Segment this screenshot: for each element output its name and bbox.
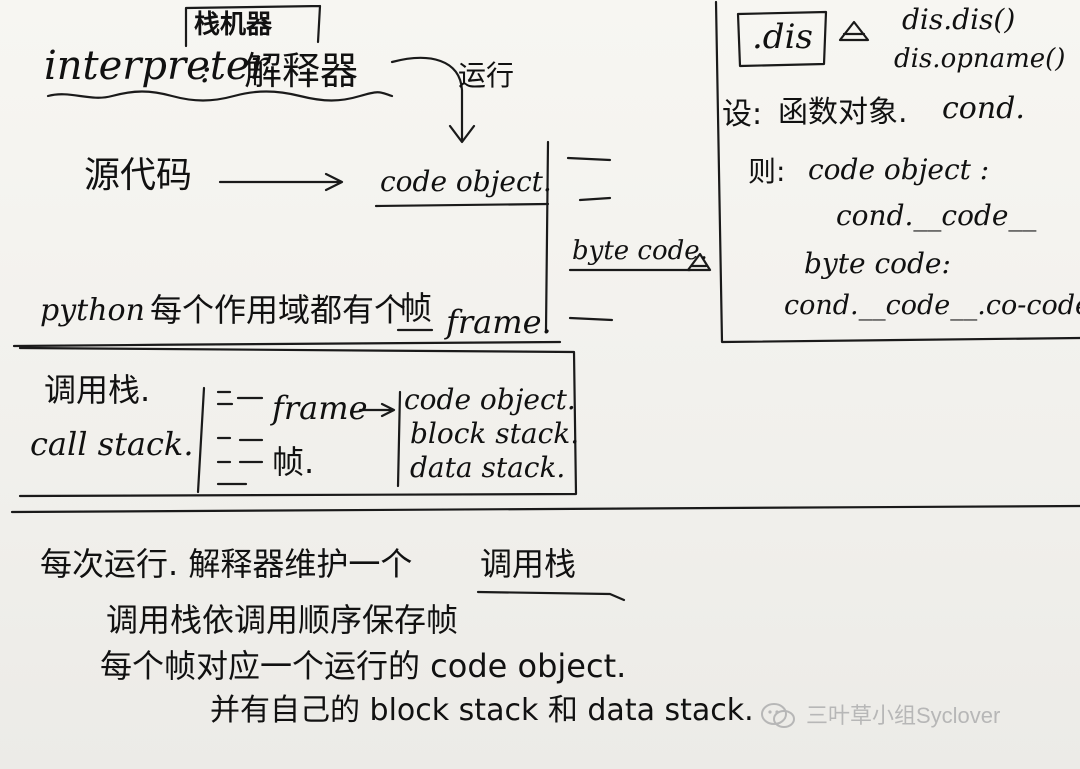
run-text: 运行 bbox=[458, 59, 515, 92]
cond-code-text: cond.__code__ bbox=[836, 199, 1037, 232]
watermark-text: 三叶草小组Syclover bbox=[806, 703, 1001, 728]
code-object-underline bbox=[374, 202, 550, 208]
code-object-text: code object. bbox=[380, 165, 552, 198]
frame-separator bbox=[12, 340, 562, 348]
frame-dash-2 bbox=[216, 436, 264, 442]
summary-line-2: 调用栈依调用顺序保存帧 bbox=[106, 601, 459, 639]
dis-dis-text: dis.dis() bbox=[902, 3, 1016, 36]
zhen-text: 帧 bbox=[400, 289, 433, 327]
summary-underline bbox=[476, 590, 626, 602]
block-stack-text: block stack. bbox=[410, 417, 580, 450]
then-prefix-text: 则: bbox=[748, 155, 786, 188]
run-arrow bbox=[390, 56, 476, 144]
stack-code-object-text: code object. bbox=[404, 383, 576, 416]
dis-label-text: .dis bbox=[752, 17, 813, 57]
wechat-icon bbox=[761, 703, 795, 728]
dis-opname-text: dis.opname() bbox=[894, 44, 1066, 74]
frame-arrow bbox=[358, 402, 396, 418]
interpreter-text: interpreter bbox=[44, 43, 269, 89]
colon-text: : bbox=[200, 51, 212, 91]
cond-text: cond. bbox=[942, 91, 1025, 126]
summary-line-1a: 每次运行. 解释器维护一个 bbox=[40, 545, 413, 583]
dash-1 bbox=[566, 156, 612, 162]
interpreter-cn-text: 解释器 bbox=[244, 49, 359, 93]
summary-line-1b: 调用栈 bbox=[480, 545, 577, 583]
dash-3 bbox=[568, 316, 614, 322]
data-stack-text: data stack. bbox=[410, 451, 566, 484]
frame-text: frame. bbox=[446, 303, 552, 341]
summary-line-4: 并有自己的 block stack 和 data stack. bbox=[210, 693, 754, 728]
frame-list-frame-text: frame bbox=[272, 389, 368, 427]
call-stack-cn-text: 调用栈. bbox=[44, 371, 151, 409]
dis-triangle bbox=[838, 20, 870, 42]
dis-byte-code-text: byte code: bbox=[804, 247, 951, 280]
byte-code-triangle bbox=[686, 252, 712, 272]
frame-dash-1 bbox=[216, 390, 264, 406]
byte-code-text: byte code. bbox=[572, 236, 708, 266]
source-arrow bbox=[218, 172, 344, 192]
dis-label-box bbox=[736, 10, 828, 68]
cond-co-code-text: cond.__code__.co-code bbox=[784, 290, 1080, 321]
call-stack-box bbox=[18, 346, 578, 498]
call-stack-en-text: call stack. bbox=[30, 425, 194, 463]
source-code-text: 源代码 bbox=[84, 155, 193, 196]
function-object-text: 函数对象. bbox=[778, 95, 908, 130]
stack-machine-label: 栈机器 bbox=[194, 10, 273, 40]
frame-bracket bbox=[196, 386, 206, 494]
dis-box bbox=[714, 0, 1080, 344]
dis-code-object-text: code object : bbox=[808, 153, 990, 186]
scope-text: 每个作用域都有个 bbox=[150, 291, 407, 329]
stack-bracket bbox=[396, 390, 402, 488]
dash-2 bbox=[578, 196, 612, 202]
bottom-separator bbox=[10, 504, 1080, 514]
code-object-bracket bbox=[544, 140, 550, 332]
set-prefix-text: 设: bbox=[722, 97, 763, 132]
wavy-underline bbox=[46, 90, 394, 102]
boxed-label-frame bbox=[184, 4, 322, 48]
summary-line-3: 每个帧对应一个运行的 code object. bbox=[100, 647, 627, 685]
frame-list-zhen-text: 帧. bbox=[272, 443, 315, 481]
python-text: python bbox=[40, 293, 145, 328]
